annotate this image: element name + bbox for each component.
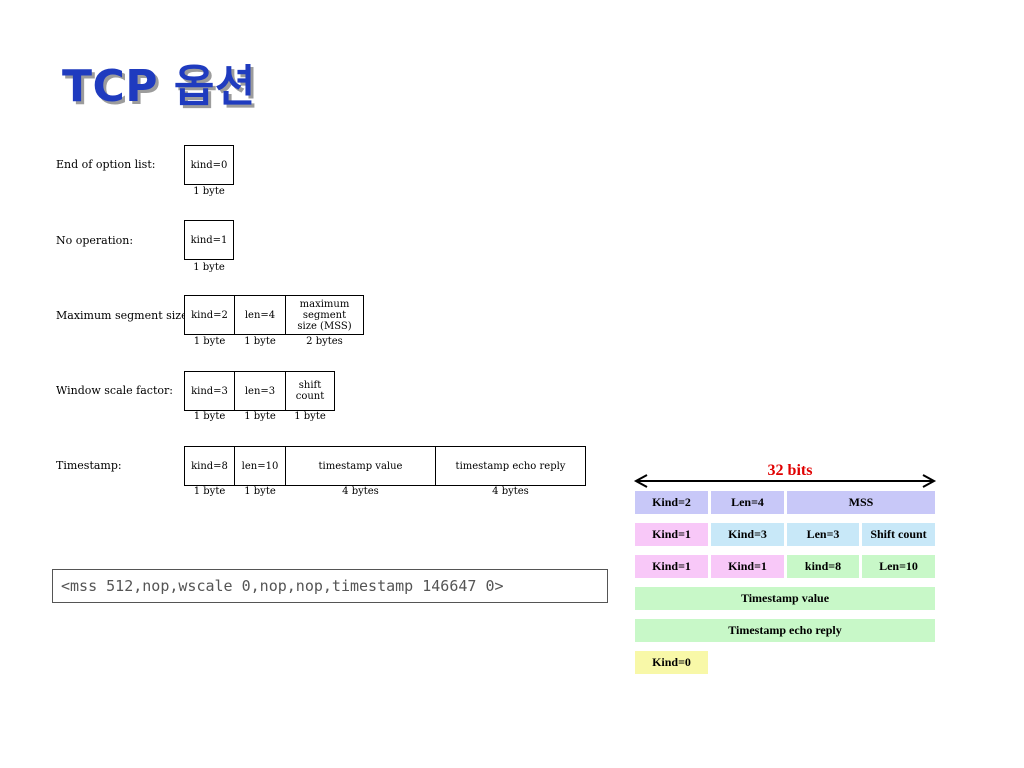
option-label-timestamp: Timestamp: [56,459,122,472]
field-size: 1 byte [193,186,225,197]
field-size: 4 bytes [492,486,529,497]
field-size: 1 byte [193,336,226,347]
field-kind-0: kind=0 [184,145,234,185]
option-label-mss: Maximum segment size: [56,309,192,322]
option-label-end-of-list: End of option list: [56,158,156,171]
layout-cell-timestamp-echo-reply: Timestamp echo reply [635,619,935,642]
layout-cell-kind2: Kind=2 [635,491,708,514]
layout-cell-kind0: Kind=0 [635,651,708,674]
layout-cell-timestamp-value: Timestamp value [635,587,935,610]
layout-cell-kind1: Kind=1 [635,555,708,578]
field-size: 1 byte [244,486,276,497]
layout-cell-kind1: Kind=1 [711,555,784,578]
field-len-10: len=10 [234,446,286,486]
example-options-text: <mss 512,nop,wscale 0,nop,nop,timestamp … [61,577,504,595]
bit-width-label: 32 bits [767,462,813,479]
field-kind-8: kind=8 [184,446,235,486]
field-len-4: len=4 [234,295,286,335]
field-size: 1 byte [244,336,276,347]
layout-cell-len3: Len=3 [787,523,859,546]
page-title: TCP 옵션 [62,61,256,112]
layout-cell-kind1: Kind=1 [635,523,708,546]
layout-cell-len10: Len=10 [862,555,935,578]
double-arrow-icon [633,474,937,488]
field-shift-count: shift count [285,371,335,411]
option-label-window-scale: Window scale factor: [56,384,173,397]
option-label-no-operation: No operation: [56,234,134,247]
field-size: 1 byte [193,262,225,273]
field-kind-1: kind=1 [184,220,234,260]
field-size: 2 bytes [306,336,343,347]
example-options-box: <mss 512,nop,wscale 0,nop,nop,timestamp … [52,569,608,603]
layout-cell-len4: Len=4 [711,491,784,514]
field-size: 4 bytes [342,486,379,497]
field-size: 1 byte [244,411,276,422]
field-size: 1 byte [193,486,226,497]
layout-cell-kind8: kind=8 [787,555,859,578]
field-kind-2: kind=2 [184,295,235,335]
layout-cell-mss: MSS [787,491,935,514]
field-len-3: len=3 [234,371,286,411]
layout-cell-kind3: Kind=3 [711,523,784,546]
field-size: 1 byte [193,411,226,422]
field-mss-value: maximum segment size (MSS) [285,295,364,335]
field-kind-3: kind=3 [184,371,235,411]
field-size: 1 byte [294,411,326,422]
field-timestamp-value: timestamp value [285,446,436,486]
layout-cell-shift-count: Shift count [862,523,935,546]
field-timestamp-echo-reply: timestamp echo reply [435,446,586,486]
